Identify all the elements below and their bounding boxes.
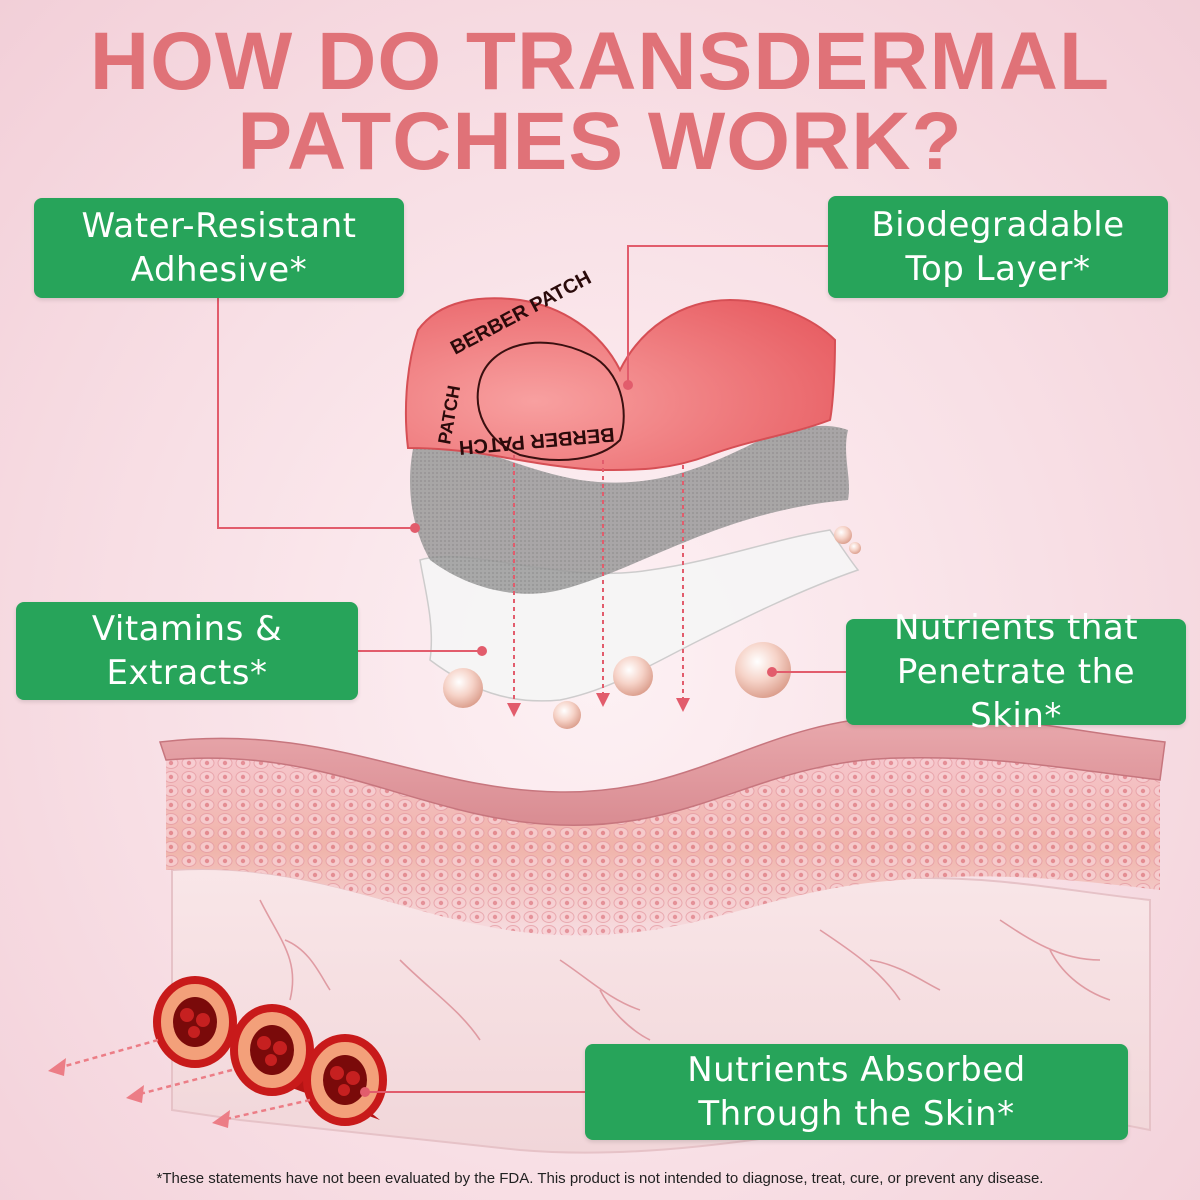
label-water-resistant-adhesive: Water-Resistant Adhesive* xyxy=(34,198,404,298)
page-title-line-1: HOW DO TRANSDERMAL xyxy=(89,16,1111,107)
vessel-1 xyxy=(153,976,237,1068)
label-vitamins-extracts: Vitamins & Extracts* xyxy=(16,602,358,700)
blood-vessels xyxy=(48,976,387,1128)
label-water-resistant-line-1: Water-Resistant xyxy=(81,206,357,246)
vessel-2 xyxy=(230,1004,314,1096)
label-nutrients-penetrate-line-1: Nutrients that xyxy=(893,608,1139,648)
label-vitamins-line-2: Extracts* xyxy=(106,653,268,693)
label-nutrients-absorbed-line-1: Nutrients Absorbed xyxy=(687,1050,1026,1090)
leader-lines xyxy=(217,245,846,1093)
nutrient-droplets xyxy=(443,526,861,729)
label-nutrients-absorbed: Nutrients Absorbed Through the Skin* xyxy=(585,1044,1128,1140)
label-nutrients-penetrate: Nutrients that Penetrate the Skin* xyxy=(846,608,1186,736)
label-biodegradable-top-layer: Biodegradable Top Layer* xyxy=(828,196,1168,298)
fda-disclaimer: *These statements have not been evaluate… xyxy=(156,1170,1044,1187)
label-vitamins-line-1: Vitamins & xyxy=(91,609,283,649)
label-biodegradable-line-2: Top Layer* xyxy=(905,249,1091,289)
stratum-corneum xyxy=(158,714,1166,826)
patch-adhesive-layer xyxy=(410,425,849,594)
page-title-line-2: PATCHES WORK? xyxy=(237,96,963,187)
skin-cross-section xyxy=(158,714,1166,1154)
label-biodegradable-line-1: Biodegradable xyxy=(871,205,1125,245)
label-nutrients-penetrate-line-2: Penetrate the Skin* xyxy=(896,652,1136,736)
label-nutrients-absorbed-line-2: Through the Skin* xyxy=(698,1094,1015,1134)
label-water-resistant-line-2: Adhesive* xyxy=(130,250,308,290)
vessel-3 xyxy=(303,1034,387,1126)
penetration-arrows xyxy=(507,455,690,717)
